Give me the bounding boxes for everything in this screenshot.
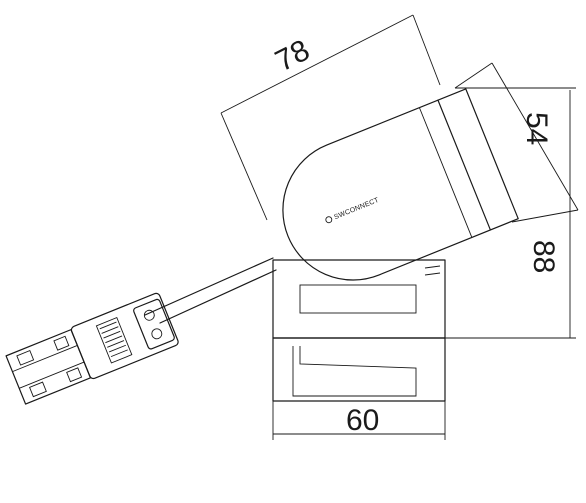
dimension-54-label: 54: [520, 112, 553, 145]
cover-body: SWCONNECT: [282, 88, 519, 281]
dimension-88: 88: [445, 87, 576, 339]
dimension-78-label: 78: [270, 34, 315, 79]
dimension-78: 78: [220, 14, 441, 221]
dimension-60: 60: [272, 401, 446, 440]
plug-connector: [5, 292, 179, 405]
brand-logo-icon: [325, 216, 333, 224]
dimension-60-label: 60: [346, 404, 379, 437]
dimension-88-label: 88: [527, 240, 560, 273]
dimension-54: 54: [454, 62, 579, 223]
brand-logo-text: SWCONNECT: [333, 197, 380, 222]
base-housing: [272, 259, 446, 402]
cable: [144, 257, 277, 324]
grip-pattern: [99, 321, 128, 358]
